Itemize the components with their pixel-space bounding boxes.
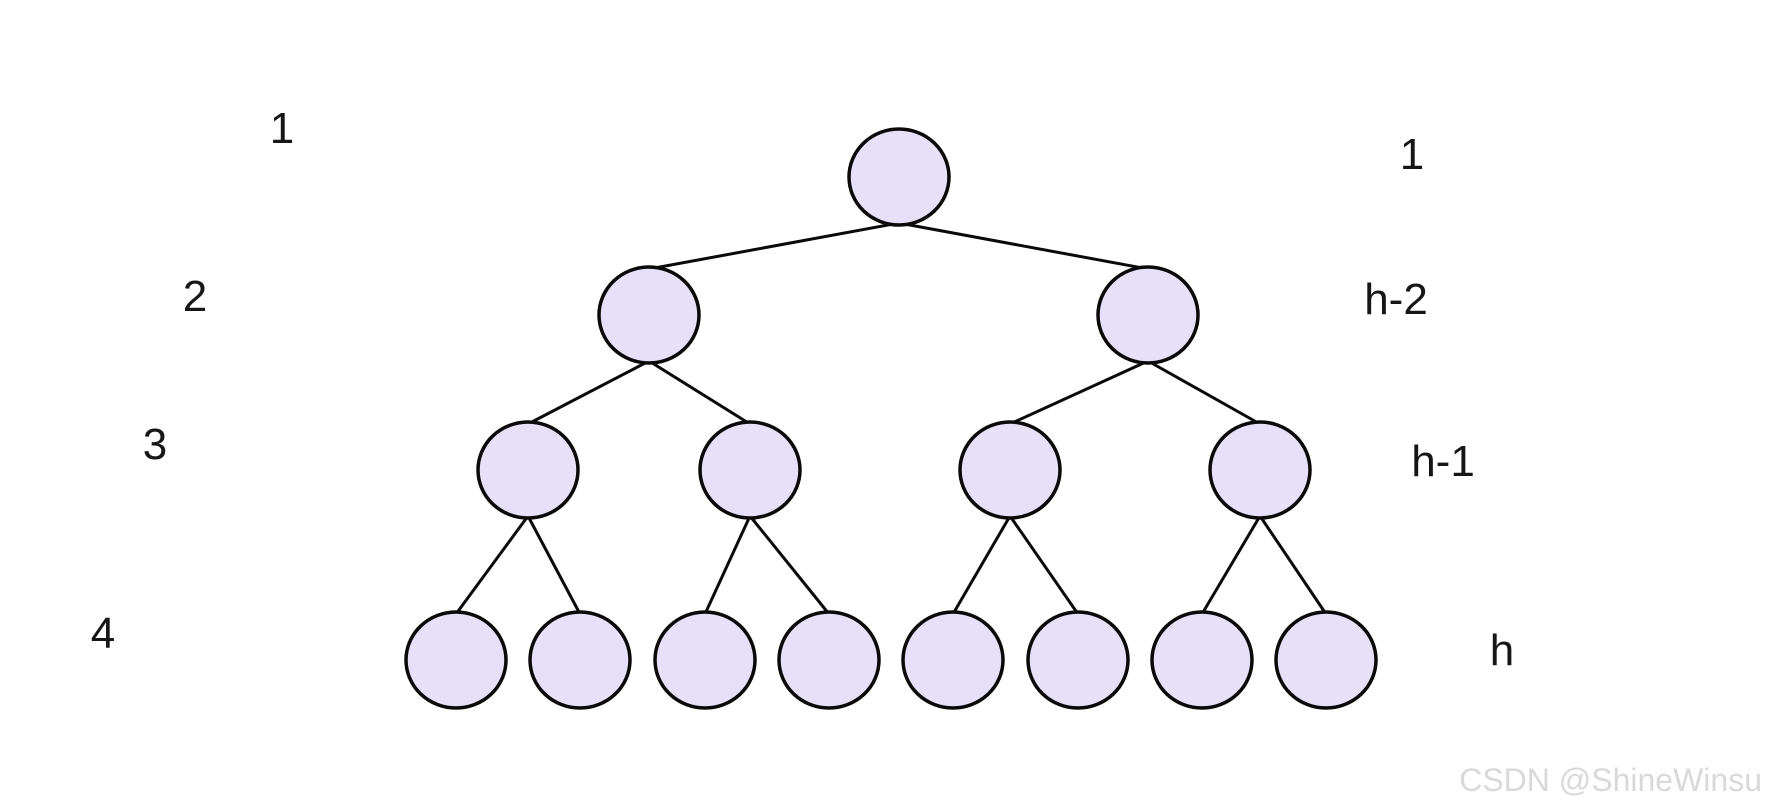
tree-edge — [527, 359, 650, 426]
tree-node-level4-6 — [1026, 610, 1130, 710]
tree-node-level4-2 — [528, 610, 632, 710]
right-level-label-2: h-2 — [1364, 275, 1428, 324]
tree-edge — [526, 515, 582, 615]
tree-node-level3-4 — [1208, 420, 1312, 520]
right-level-labels: 1 h-2 h-1 h — [1364, 130, 1514, 675]
tree-node-level1-1 — [847, 127, 951, 227]
left-level-label-1: 1 — [270, 104, 294, 153]
right-level-label-3: h-1 — [1411, 437, 1475, 486]
tree-node-level4-7 — [1150, 610, 1254, 710]
tree-node-level4-3 — [653, 610, 757, 710]
tree-edge — [1200, 515, 1262, 615]
tree-node-level4-8 — [1274, 610, 1378, 710]
tree-edge — [748, 515, 831, 615]
watermark-text: CSDN @ShineWinsu — [1459, 762, 1762, 798]
right-level-label-1: 1 — [1400, 130, 1424, 179]
tree-node-level4-4 — [777, 610, 881, 710]
tree-edge — [951, 515, 1012, 615]
tree-node-level3-2 — [698, 420, 802, 520]
tree-edge — [648, 221, 900, 271]
tree-node-level3-1 — [476, 420, 580, 520]
tree-edge — [1009, 359, 1149, 426]
tree-edge — [1008, 515, 1080, 615]
tree-edge — [454, 515, 530, 615]
tree-edge — [703, 515, 752, 615]
left-level-labels: 1 2 3 4 — [91, 104, 294, 658]
left-level-label-3: 3 — [143, 420, 167, 469]
tree-layer — [404, 127, 1378, 710]
left-level-label-4: 4 — [91, 609, 115, 658]
tree-node-level2-1 — [597, 265, 701, 365]
tree-node-level4-1 — [404, 610, 508, 710]
tree-edge — [648, 359, 751, 426]
tree-node-level4-5 — [901, 610, 1005, 710]
tree-edge — [1258, 515, 1328, 615]
tree-edge — [898, 221, 1149, 271]
left-level-label-2: 2 — [183, 272, 207, 321]
right-level-label-4: h — [1490, 626, 1514, 675]
tree-node-level2-2 — [1096, 265, 1200, 365]
tree-edge — [1147, 359, 1261, 426]
tree-node-level3-3 — [958, 420, 1062, 520]
